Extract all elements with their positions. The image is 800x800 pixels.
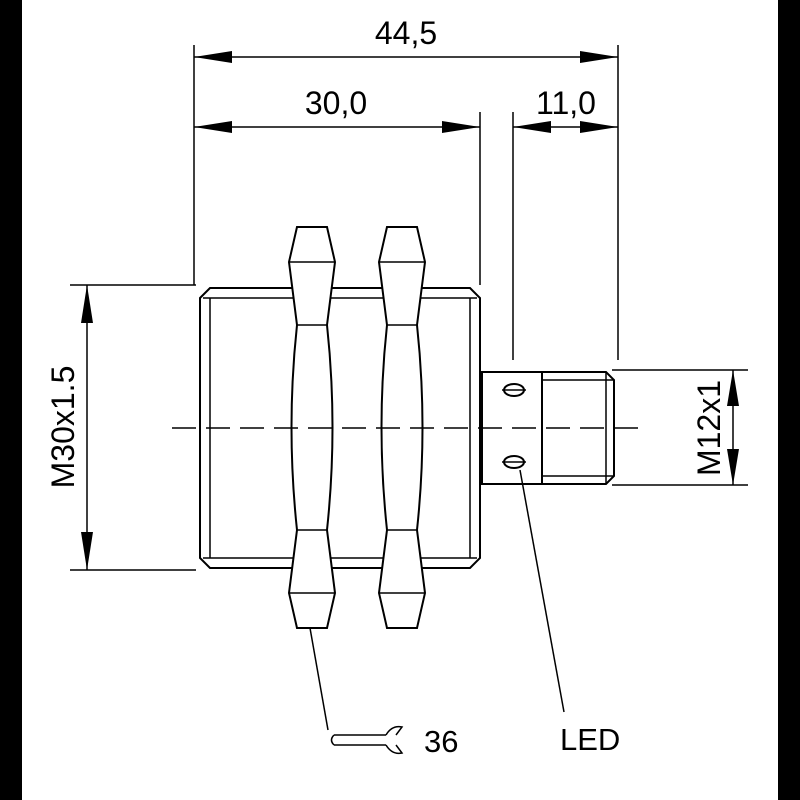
leader-lines	[309, 469, 565, 731]
dim-thread-length-label: 30,0	[305, 85, 367, 121]
led-label: LED	[560, 722, 620, 757]
dimension-connector-size: M12x1	[691, 370, 739, 485]
extension-lines	[70, 45, 748, 571]
dimension-thread-length: 30,0	[194, 85, 480, 133]
open-end-wrench-icon	[330, 725, 404, 755]
dim-connector-length-label: 11,0	[536, 85, 596, 121]
dimension-total-length: 44,5	[194, 15, 618, 63]
dim-connector-size-label: M12x1	[691, 380, 727, 476]
hex-nut-right	[377, 226, 427, 629]
dim-thread-size-label: M30x1.5	[45, 366, 81, 489]
dimension-connector-length: 11,0	[513, 85, 618, 133]
dimension-thread-size: M30x1.5	[45, 285, 93, 570]
dim-total-length-label: 44,5	[375, 15, 437, 51]
wrench-size-label: 36	[424, 724, 458, 759]
